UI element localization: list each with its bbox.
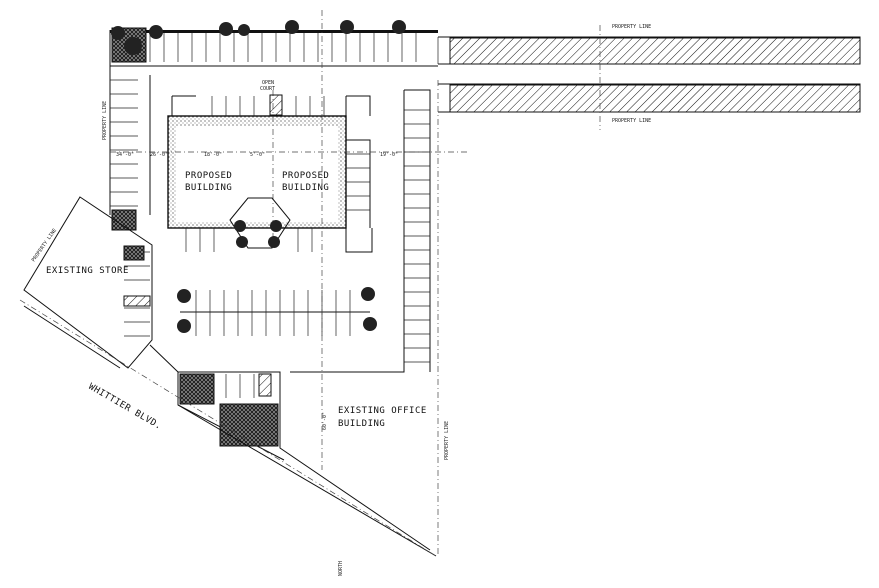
- dim-label-2: 26'-0": [150, 152, 168, 158]
- dim-label-6: 60'-0": [322, 412, 328, 430]
- east-parking-extension: [437, 25, 861, 130]
- central-parking-rows: [180, 290, 370, 336]
- existing-office-label-2: BUILDING: [338, 419, 385, 429]
- courtyard-trees: [234, 220, 282, 248]
- property-line-label-top: PROPERTY LINE: [612, 24, 651, 30]
- property-line-label-store: PROPERTY LINE: [31, 228, 58, 264]
- dim-label-5: 19'-0": [380, 152, 398, 158]
- west-parking-column: [109, 66, 151, 231]
- existing-office-building: [177, 371, 431, 551]
- proposed-building-1-line1: PROPOSED: [185, 171, 232, 181]
- trees-top: [111, 20, 406, 55]
- street-name: WHITTIER BLVD.: [87, 382, 164, 432]
- north-label: NORTH: [338, 561, 344, 576]
- property-line-label-east: PROPERTY LINE: [444, 421, 450, 460]
- building-front-stalls: [171, 95, 373, 253]
- dim-label-4: 5'-0": [250, 152, 265, 158]
- dim-label-1: 34'-0": [116, 152, 134, 158]
- east-parking-column: [290, 89, 431, 373]
- proposed-building-2-line1: PROPOSED: [282, 171, 329, 181]
- proposed-building-2-line2: BUILDING: [282, 183, 329, 193]
- proposed-building-1-line2: BUILDING: [185, 183, 232, 193]
- existing-store-label: EXISTING STORE: [46, 266, 129, 276]
- open-court-label-2: COURT: [260, 86, 275, 92]
- island-trees: [177, 287, 377, 333]
- property-line-label-west: PROPERTY LINE: [102, 101, 108, 140]
- open-court-label-1: OPEN: [262, 80, 274, 86]
- property-line-label-bottom: PROPERTY LINE: [612, 118, 651, 124]
- proposed-building-block: [167, 90, 347, 249]
- whittier-blvd-street: [19, 299, 437, 557]
- dim-label-3: 18'-0": [204, 152, 222, 158]
- existing-office-label-1: EXISTING OFFICE: [338, 406, 427, 416]
- existing-store: [23, 196, 153, 369]
